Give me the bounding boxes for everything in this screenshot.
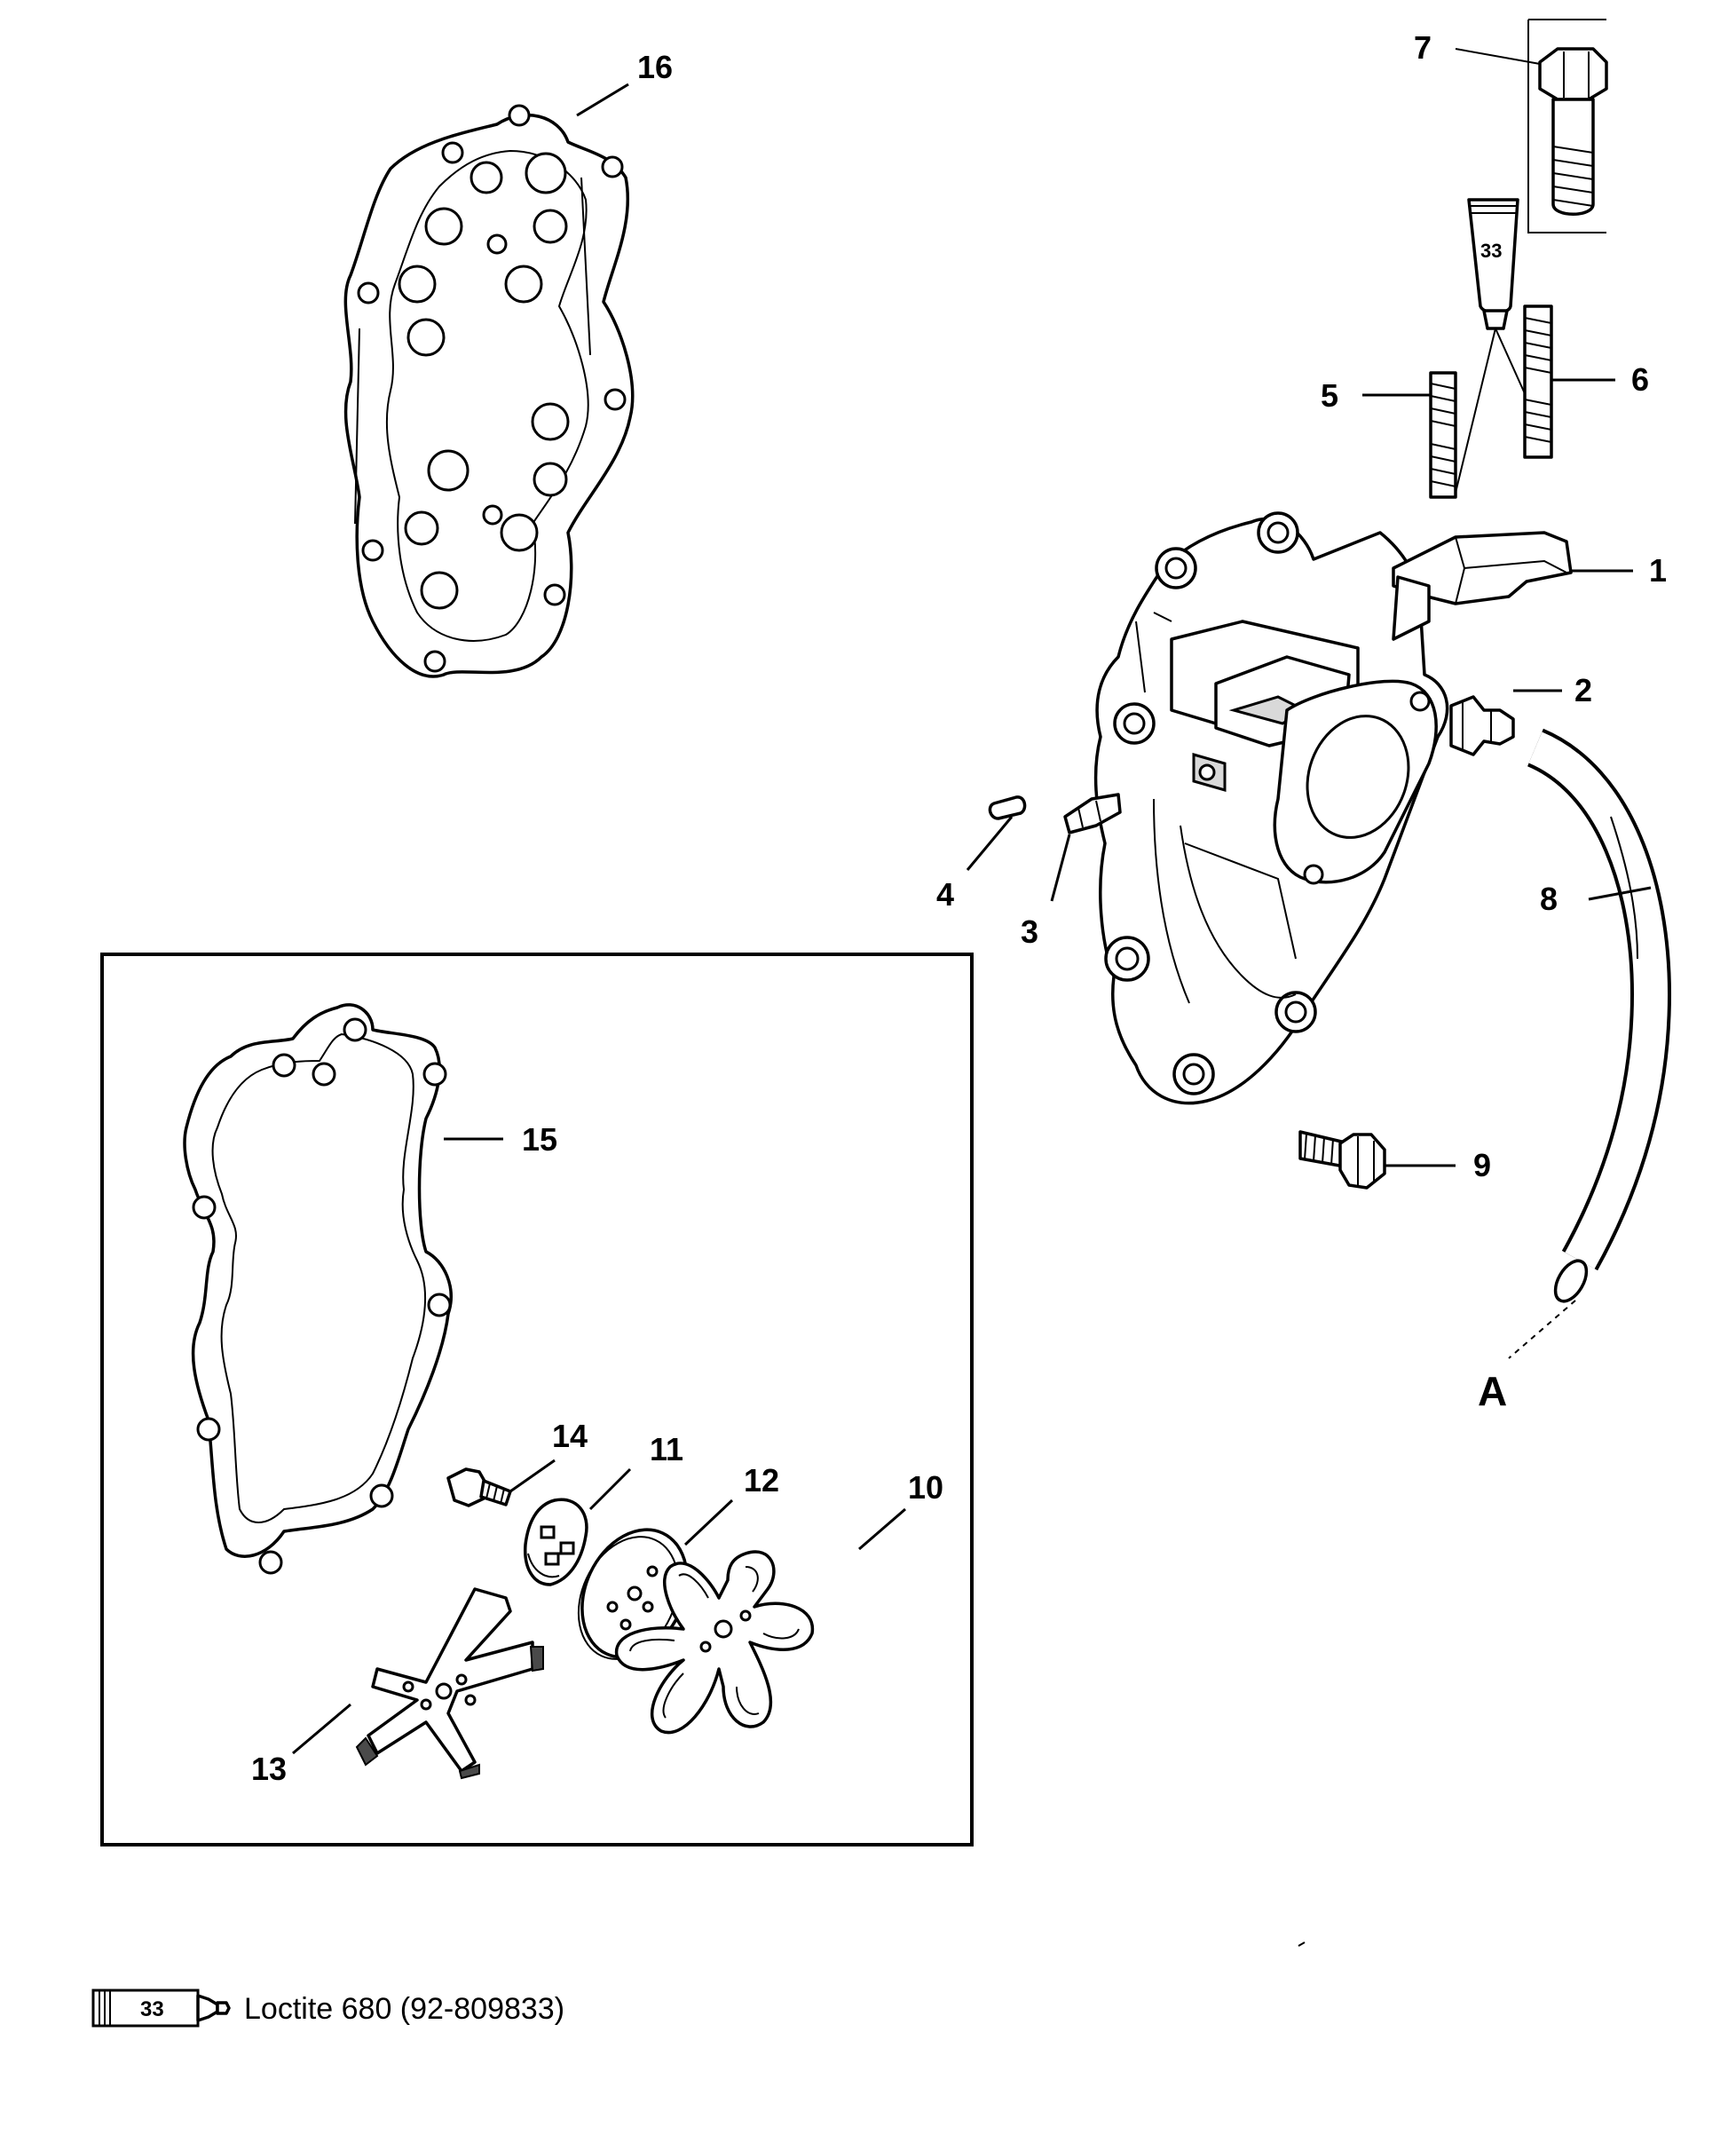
callout-6: 6 <box>1631 361 1649 398</box>
part-16-gasket <box>343 104 635 678</box>
callout-14: 14 <box>552 1418 588 1454</box>
callout-1: 1 <box>1649 552 1667 589</box>
part-5-stud <box>1429 371 1457 499</box>
part-15-gasket <box>183 1003 453 1575</box>
callout-15: 15 <box>522 1121 557 1158</box>
callout-12: 12 <box>744 1462 779 1498</box>
callout-3: 3 <box>1021 913 1038 950</box>
legend-tube-number: 33 <box>140 1997 164 2021</box>
part-13-check-valve <box>355 1587 544 1780</box>
part-14-screw <box>446 1467 512 1507</box>
part-8-hose <box>1508 728 1672 1359</box>
part-10-diaphragm <box>614 1550 815 1735</box>
legend-text: Loctite 680 (92-809833) <box>244 1992 564 2026</box>
part-12-disk <box>577 1528 689 1660</box>
callout-16: 16 <box>637 49 673 85</box>
part-9-screw <box>1298 1130 1386 1190</box>
part-2-fitting <box>1449 695 1515 756</box>
callout-8: 8 <box>1540 881 1558 917</box>
callout-numbers: 16 7 5 6 1 2 3 4 8 9 A 15 14 11 12 10 13 <box>251 29 1667 1787</box>
repair-kit-box <box>100 953 974 1846</box>
part-11-retainer <box>524 1498 588 1586</box>
loctite-tube: 33 <box>1455 198 1536 494</box>
legend-tube-icon: 33 <box>91 1989 231 2028</box>
callout-9: 9 <box>1473 1147 1491 1183</box>
part-7-bolt <box>1527 19 1608 233</box>
callout-2: 2 <box>1574 672 1592 708</box>
callout-11: 11 <box>650 1431 683 1467</box>
part-3-fitting <box>1063 793 1122 834</box>
leader-lines <box>292 48 1652 1755</box>
legend: 33 Loctite 680 (92-809833) <box>91 1989 564 2028</box>
stray-mark <box>1298 1941 1306 1947</box>
callout-10: 10 <box>908 1469 943 1506</box>
part-6-stud <box>1523 304 1553 459</box>
fuel-pump-housing <box>1093 511 1573 1105</box>
callout-5: 5 <box>1321 377 1338 414</box>
callout-A: A <box>1478 1368 1507 1414</box>
callout-13: 13 <box>251 1751 287 1787</box>
tube-label: 33 <box>1480 240 1502 262</box>
callout-7: 7 <box>1414 29 1432 66</box>
callout-4: 4 <box>936 876 954 913</box>
part-4-pin <box>988 795 1027 820</box>
